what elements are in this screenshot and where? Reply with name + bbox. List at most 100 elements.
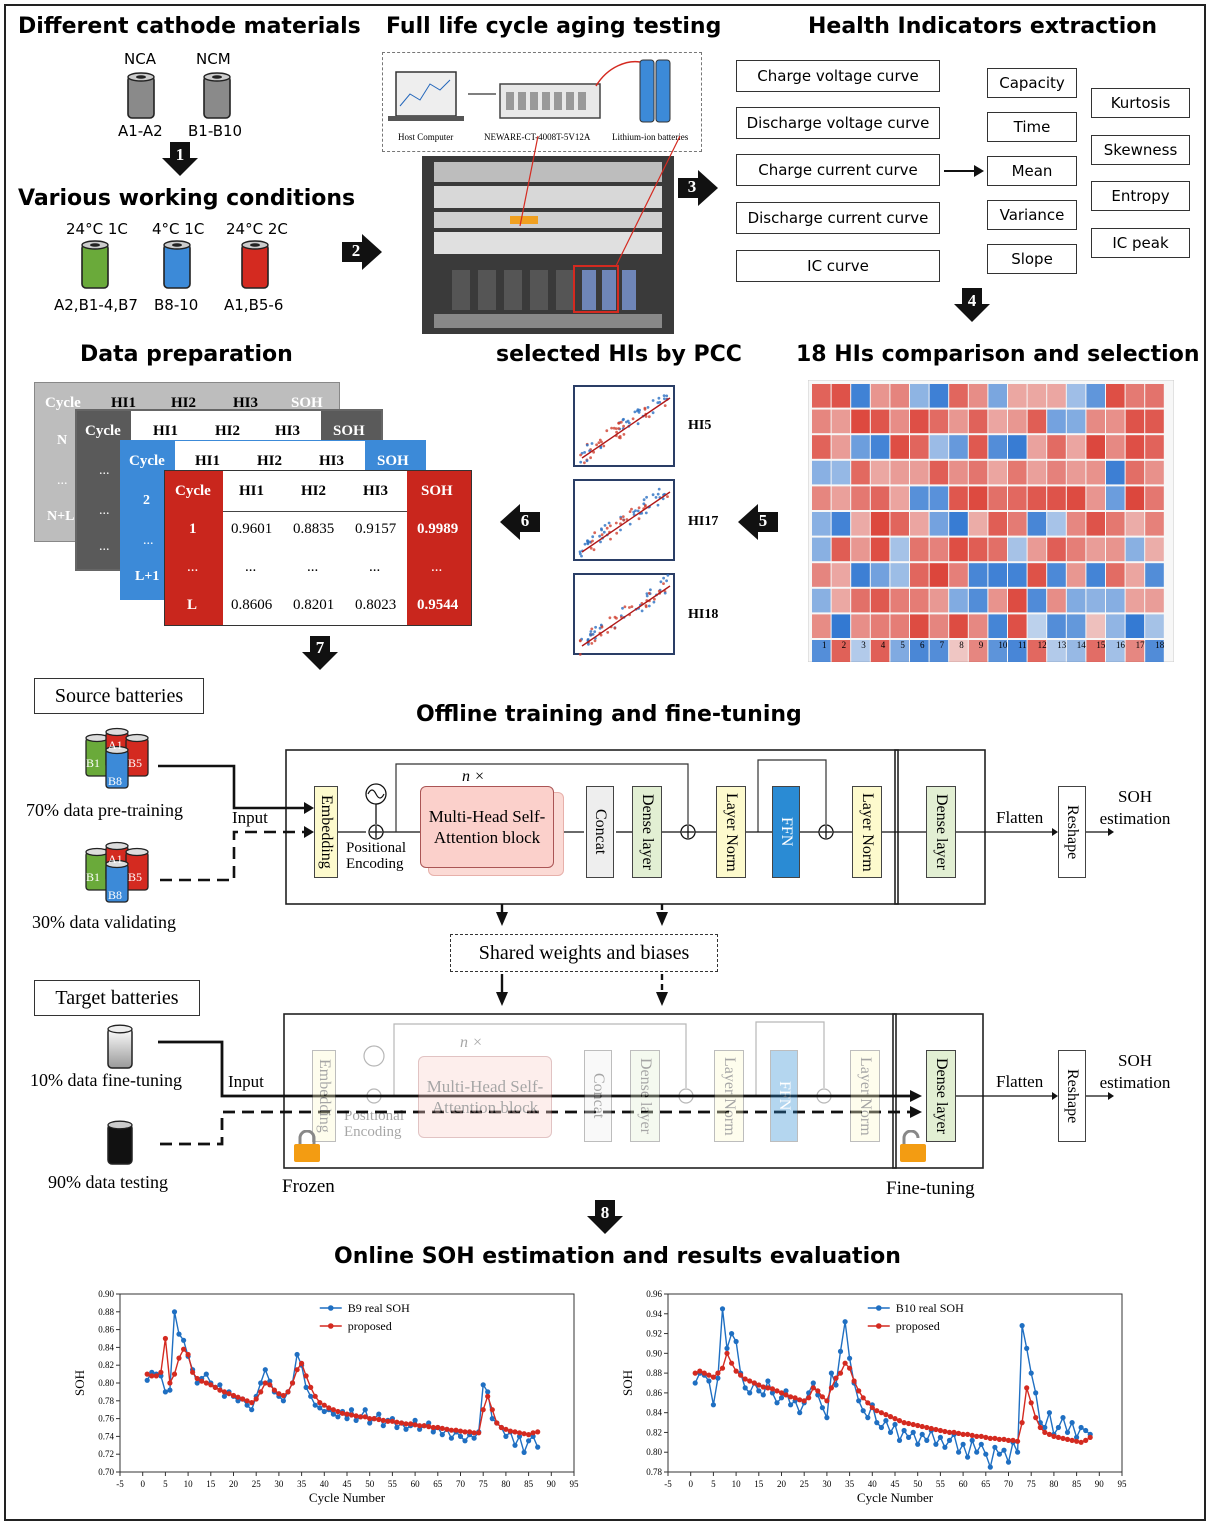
heatmap-cell (910, 435, 929, 459)
legend-label-1: proposed (896, 1319, 940, 1333)
x-tick-label: 80 (1049, 1479, 1059, 1489)
heatmap-cell (1106, 384, 1125, 408)
series-point-0 (181, 1337, 187, 1343)
series-point-1 (417, 1423, 423, 1429)
layer3-row-first: 2 (143, 493, 150, 508)
table-row1-hi2: 0.8835 (293, 521, 335, 537)
series-point-1 (769, 1386, 775, 1392)
heatmap-cell (1047, 614, 1066, 638)
scatter-thumb-point (665, 394, 669, 398)
scatter-thumb-point (609, 537, 612, 541)
scatter-thumb-point (656, 503, 660, 507)
block-dense-out-bottom-label: Dense layer (933, 1058, 950, 1134)
series-point-1 (185, 1351, 191, 1358)
heatmap-axis-tick: 9 (978, 640, 984, 650)
series-point-0 (965, 1454, 971, 1460)
series-point-0 (1019, 1323, 1025, 1329)
series-point-1 (883, 1412, 889, 1418)
heatmap-cell (1086, 588, 1105, 613)
layer1-hi2-header: HI2 (171, 395, 197, 411)
series-point-0 (280, 1398, 286, 1404)
scatter-thumb-point (586, 542, 590, 546)
series-point-0 (516, 1433, 523, 1439)
y-tick-label: 0.76 (98, 1414, 114, 1424)
heatmap-cell (1027, 537, 1047, 562)
heatmap-cell (1027, 460, 1047, 485)
heatmap-cell (949, 460, 968, 485)
heatmap-cell (1066, 640, 1086, 662)
heatmap-cell (988, 614, 1007, 638)
table-header-soh: SOH (421, 483, 453, 499)
series-point-0 (865, 1415, 871, 1421)
series-point-0 (521, 1449, 527, 1455)
scatter-thumb-point (589, 456, 592, 460)
layer3-cycle-header: Cycle (129, 453, 165, 469)
heatmap-cell (890, 486, 909, 510)
series-point-1 (212, 1384, 218, 1390)
scatter-thumb-point (621, 515, 625, 518)
series-point-1 (512, 1429, 518, 1435)
scatter-thumb-point (662, 394, 666, 397)
scatter-thumb-point (657, 487, 661, 491)
series-point-1 (149, 1373, 155, 1379)
series-point-1 (729, 1360, 735, 1366)
scatter-thumb-point (636, 409, 639, 413)
scatter-thumb-point (578, 550, 582, 554)
series-point-0 (426, 1420, 432, 1426)
heatmap-cell (910, 588, 929, 613)
x-tick-label: 95 (570, 1479, 580, 1489)
series-point-1 (1055, 1434, 1061, 1440)
series-point-0 (887, 1429, 894, 1435)
heatmap-cell (831, 563, 851, 587)
heatmap-cell (1086, 512, 1105, 536)
heatmap-cell (1145, 384, 1164, 408)
series-point-1 (778, 1390, 785, 1396)
scatter-thumb-point (628, 522, 632, 526)
series-point-1 (462, 1429, 468, 1435)
feature-entropy: Entropy (1091, 181, 1190, 211)
series-point-0 (194, 1380, 200, 1386)
series-point-0 (503, 1433, 509, 1439)
scatter-thumb-point (645, 594, 649, 598)
series-point-0 (756, 1388, 762, 1394)
source-batteries-label: Source batteries (34, 678, 204, 714)
heatmap-cell (968, 614, 988, 638)
x-tick-label: 85 (524, 1479, 534, 1489)
series-point-0 (996, 1451, 1002, 1457)
heatmap-cell (851, 486, 870, 510)
series-point-1 (906, 1420, 912, 1427)
series-point-0 (417, 1426, 423, 1432)
series-point-0 (308, 1393, 314, 1399)
series-point-1 (1042, 1429, 1048, 1435)
green-cell-icon (81, 240, 109, 289)
x-tick-label: 85 (1072, 1479, 1082, 1489)
label-nx-bottom: n × (460, 1034, 483, 1051)
scatter-thumb-point (628, 606, 631, 609)
block-concat-bottom-label: Concat (590, 1073, 607, 1119)
y-tick-label: 0.84 (98, 1342, 114, 1352)
series-point-1 (710, 1374, 716, 1380)
x-tick-label: 35 (297, 1479, 307, 1489)
block-reshape-top-label: Reshape (1064, 804, 1081, 860)
block-reshape-top: Reshape (1058, 786, 1086, 878)
heatmap-cell (890, 640, 909, 662)
heatmap-cell (1106, 435, 1125, 459)
scatter-thumb-fit (581, 491, 671, 553)
series-point-1 (471, 1430, 477, 1436)
series-point-0 (1060, 1415, 1066, 1421)
curve-discharge-voltage: Discharge voltage curve (736, 107, 940, 139)
title-aging: Full life cycle aging testing (386, 14, 722, 39)
heatmap-cell (890, 563, 909, 587)
series-point-0 (1001, 1447, 1007, 1453)
label-finetuning: Fine-tuning (886, 1178, 975, 1199)
series-point-1 (865, 1400, 871, 1406)
series-point-1 (353, 1413, 359, 1419)
series-point-1 (1024, 1385, 1030, 1391)
step-7-number: 7 (315, 638, 325, 657)
series-point-1 (797, 1397, 803, 1403)
y-axis-label: SOH (72, 1370, 87, 1396)
series-point-0 (535, 1444, 541, 1450)
series-point-1 (910, 1421, 916, 1428)
series-point-1 (874, 1408, 880, 1414)
series-point-1 (1001, 1436, 1007, 1442)
